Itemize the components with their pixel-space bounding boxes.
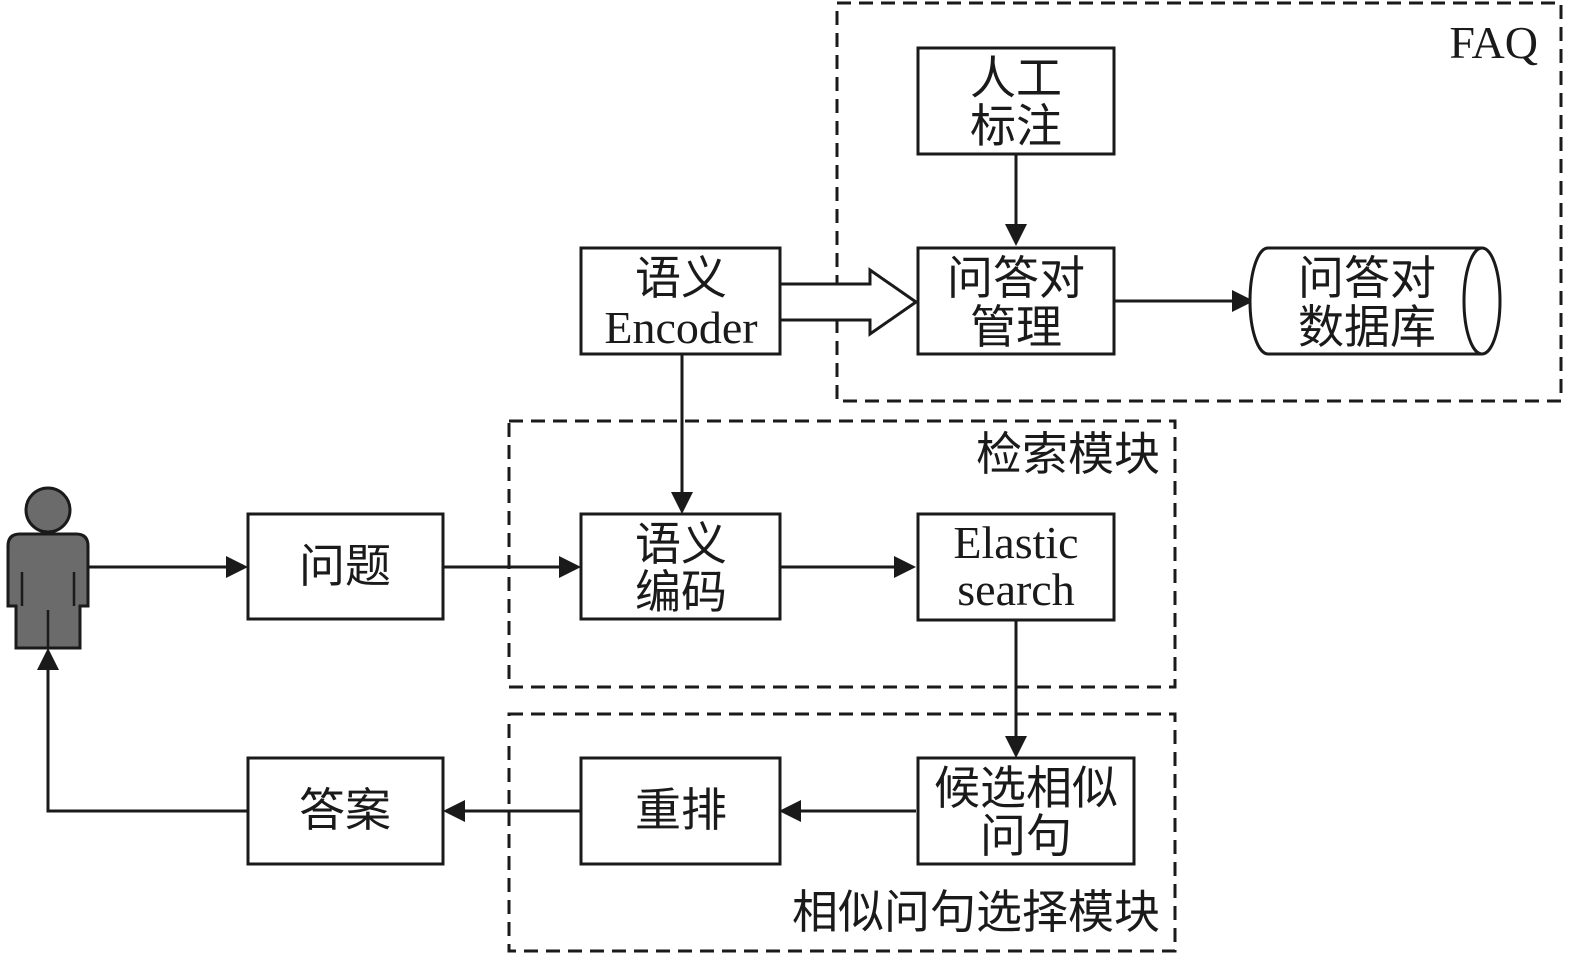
arrowhead-encoding-to-elasticsearch	[894, 556, 916, 578]
block-arrow-encoder-to-management	[778, 267, 919, 337]
retrieval-region	[507, 419, 1177, 689]
question-label: 问题	[299, 541, 391, 592]
arrow-answer-to-user	[46, 670, 248, 813]
arrowhead-user-to-question	[226, 556, 248, 578]
selection-region	[507, 712, 1177, 953]
elasticsearch-box: Elastic search	[916, 512, 1116, 622]
qa-database-cylinder: 问答对 数据库	[1248, 246, 1502, 356]
manual-annotation-box: 人工 标注	[916, 46, 1116, 156]
arrowhead-question-to-encoding	[559, 556, 581, 578]
elasticsearch-line-1: Elastic	[953, 517, 1078, 568]
arrowhead-rerank-to-answer	[443, 800, 465, 822]
qa-database-line-2: 数据库	[1298, 302, 1436, 353]
arrowhead-annotation-to-management	[1005, 224, 1027, 246]
arrowhead-elasticsearch-to-candidates	[1005, 736, 1027, 758]
arrowhead-answer-to-user	[37, 648, 59, 670]
candidates-line-1: 候选相似	[934, 763, 1118, 814]
selection-region-label: 相似问句选择模块	[792, 887, 1160, 938]
qa-management-box: 问答对 管理	[916, 246, 1116, 356]
faq-region-label: FAQ	[1449, 17, 1538, 68]
candidates-line-2: 问句	[980, 811, 1072, 862]
arrowhead-management-to-database	[1232, 290, 1254, 312]
semantic-encoder-box: 语义 Encoder	[579, 246, 782, 356]
arrowhead-candidates-to-rerank	[779, 800, 801, 822]
semantic-encoding-line-2: 编码	[635, 567, 727, 618]
qa-database-line-1: 问答对	[1298, 253, 1436, 304]
manual-annotation-line-1: 人工	[970, 53, 1062, 104]
user-icon	[6, 486, 90, 650]
arrowhead-encoder-to-encoding	[671, 492, 693, 514]
elasticsearch-line-2: search	[957, 564, 1074, 615]
semantic-encoding-box: 语义 编码	[579, 512, 782, 621]
qa-management-line-2: 管理	[970, 302, 1062, 353]
candidates-box: 候选相似 问句	[916, 756, 1136, 866]
question-box: 问题	[246, 512, 445, 621]
answer-box: 答案	[246, 756, 445, 866]
qa-management-line-1: 问答对	[947, 253, 1085, 304]
manual-annotation-line-2: 标注	[970, 101, 1062, 152]
rerank-label: 重排	[635, 785, 727, 836]
answer-label: 答案	[299, 785, 391, 836]
rerank-box: 重排	[579, 756, 782, 866]
semantic-encoder-line-2: Encoder	[604, 302, 757, 353]
retrieval-region-label: 检索模块	[976, 429, 1160, 480]
semantic-encoder-line-1: 语义	[635, 253, 727, 304]
faq-region	[835, 1, 1563, 403]
semantic-encoding-line-1: 语义	[635, 519, 727, 570]
